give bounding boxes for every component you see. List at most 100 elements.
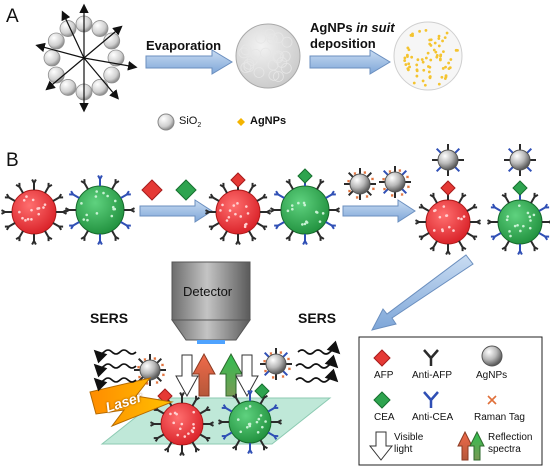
legend-reflection-label-1: Reflection <box>488 432 532 443</box>
detector-label: Detector <box>183 284 232 299</box>
agnp-dot <box>408 66 411 69</box>
agnp-dot <box>422 61 425 64</box>
sers-scatter-right <box>296 350 338 382</box>
deposition-label-line2: deposition <box>310 36 376 51</box>
agnp-dot <box>410 56 413 59</box>
agnps-legend-label: AgNPs <box>250 115 286 127</box>
agnp-dot <box>416 58 419 61</box>
agnp-dot <box>424 84 427 87</box>
legend-reflection-label-2: spectra <box>488 444 521 455</box>
agnp-dot <box>442 50 445 53</box>
legend-cea-label: CEA <box>374 412 395 423</box>
agnp-dot <box>407 69 410 72</box>
panel-a-label: A <box>6 6 19 28</box>
step-arrow-2 <box>343 200 415 222</box>
agnps-legend-icon <box>237 118 245 126</box>
agnp-dot <box>415 64 418 67</box>
agnp-dot <box>421 58 424 61</box>
agnp-dot <box>410 34 413 37</box>
legend-afp-label: AFP <box>374 370 393 381</box>
agnp-decorated-sphere <box>394 22 462 90</box>
sers-tag-1 <box>344 168 376 200</box>
agnps-legend-sphere <box>482 346 502 366</box>
agnp-dot <box>404 63 407 66</box>
agnp-dot <box>407 62 410 65</box>
sio2-sphere <box>92 79 108 95</box>
visible-light-arrow-right <box>236 355 258 396</box>
legend-raman-tag-label: Raman Tag <box>474 412 525 423</box>
agnp-dot <box>446 32 449 35</box>
agnp-dot <box>422 69 425 72</box>
agnp-dot <box>422 80 425 83</box>
agnp-dot <box>437 37 440 40</box>
agnp-dot <box>439 55 442 58</box>
legend-agnps-label: AgNPs <box>476 370 507 381</box>
agnp-dot <box>447 62 450 65</box>
transfer-arrow <box>372 255 473 330</box>
legend-anti-afp-label: Anti-AFP <box>412 370 452 381</box>
evaporation-arrow <box>146 50 232 74</box>
agnp-dot <box>416 68 419 71</box>
agnp-dot <box>413 82 416 85</box>
agnp-dot <box>448 67 451 70</box>
reflection-arrow-left <box>193 354 215 396</box>
deposition-label-line1: AgNPs in suit <box>310 20 395 35</box>
agnp-dot <box>403 59 406 62</box>
cea-capture-bead-1 <box>65 175 134 244</box>
agnp-dot <box>442 67 445 70</box>
panel-b <box>1 144 550 465</box>
agnp-dot <box>444 36 447 39</box>
agnp-dot <box>438 45 441 48</box>
sio2-aggregate-sphere <box>236 24 300 88</box>
step-arrow-1 <box>140 200 212 222</box>
sio2-legend-icon <box>158 114 174 130</box>
cea-sandwich-complex <box>487 144 550 255</box>
agnp-dot <box>434 42 437 45</box>
reflection-arrow-right <box>220 354 242 396</box>
panel-b-label: B <box>6 150 19 172</box>
agnp-dot <box>428 70 431 73</box>
agnp-dot <box>438 83 441 86</box>
sio2-sphere <box>104 67 120 83</box>
deposition-arrow <box>310 50 390 74</box>
legend-anti-cea-label: Anti-CEA <box>412 412 453 423</box>
sers-tag-4 <box>260 348 292 380</box>
cea-antigen-icon <box>176 180 196 200</box>
agnp-dot <box>416 75 419 78</box>
evaporation-label: Evaporation <box>146 38 221 53</box>
legend-visible-light-label-1: Visible <box>394 432 423 443</box>
agnp-dot <box>427 52 430 55</box>
agnp-dot <box>455 49 458 52</box>
sers-label-left: SERS <box>90 310 128 326</box>
sio2-sphere <box>60 79 76 95</box>
deposition-agnps-text: AgNPs <box>310 20 353 35</box>
sio2-legend-label: SiO2 <box>179 115 201 129</box>
afp-sandwich-complex <box>415 144 480 255</box>
agnp-dot <box>428 66 431 69</box>
agnp-dot <box>406 55 409 58</box>
agnp-dot <box>434 51 437 54</box>
agnp-dot <box>425 29 428 32</box>
afp-bound-bead <box>205 173 270 245</box>
afp-capture-bead-1 <box>1 179 66 244</box>
detector <box>172 262 250 344</box>
agnp-dot <box>430 44 433 47</box>
sers-scatter-left <box>96 350 136 382</box>
panel-a <box>38 6 462 130</box>
agnp-dot <box>428 76 431 79</box>
agnp-dot <box>425 57 428 60</box>
sio2-sphere <box>48 33 64 49</box>
sio2-sphere <box>92 21 108 37</box>
agnp-dot <box>408 48 411 51</box>
agnp-dot <box>428 39 431 42</box>
visible-light-arrow-left <box>176 355 198 396</box>
agnp-dot <box>439 58 442 61</box>
agnp-dot <box>403 56 406 59</box>
agnp-dot <box>438 35 441 38</box>
cea-bound-bead <box>270 169 339 245</box>
agnp-dot <box>440 76 443 79</box>
agnp-dot <box>445 75 448 78</box>
sers-tag-2 <box>379 166 411 198</box>
legend-visible-light-label-2: light <box>394 444 412 455</box>
